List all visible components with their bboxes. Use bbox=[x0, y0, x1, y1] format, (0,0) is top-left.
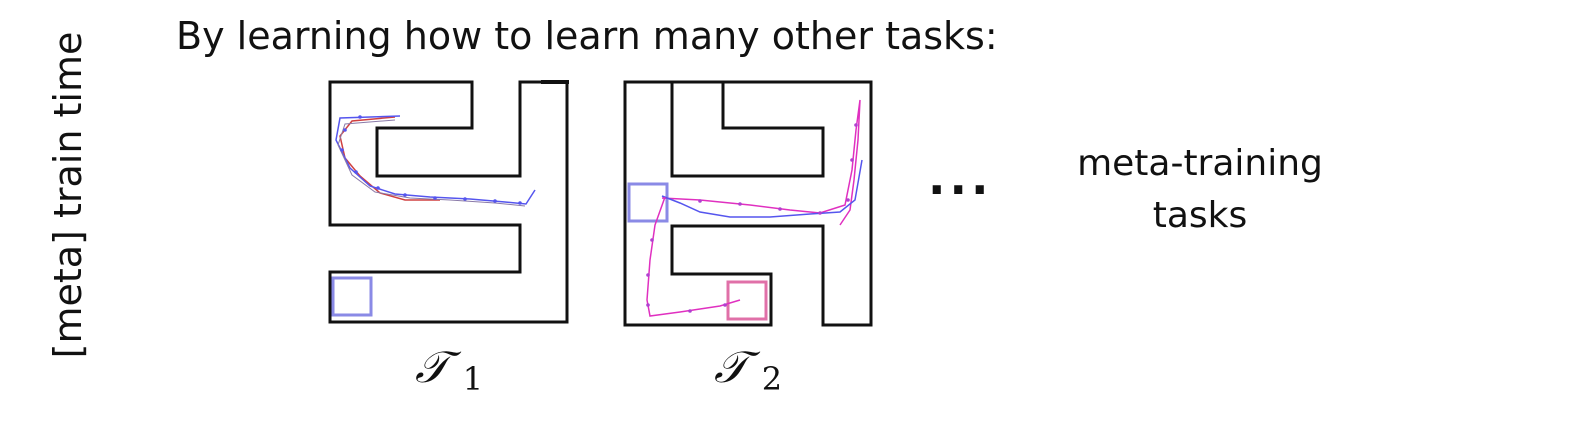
maze-2-trajectory-points bbox=[646, 123, 858, 313]
maze-task-2 bbox=[623, 80, 873, 327]
meta-training-tasks-label: meta-training tasks bbox=[1075, 138, 1325, 242]
ellipsis: ... bbox=[928, 151, 992, 205]
maze-task-1 bbox=[328, 80, 569, 324]
maze-2-pink-goal-box bbox=[726, 280, 768, 321]
maze-2-blue-goal-box bbox=[627, 182, 669, 223]
maze-1-grey-trajectory bbox=[337, 119, 526, 207]
headline: By learning how to learn many other task… bbox=[176, 14, 998, 58]
maze-2-walls bbox=[623, 80, 873, 327]
maze-2-blue-trajectory bbox=[661, 159, 863, 218]
maze-1-blue-trajectory bbox=[335, 115, 536, 205]
maze-2-pink-trajectory bbox=[646, 196, 741, 317]
meta-label-line2: tasks bbox=[1152, 195, 1248, 236]
task-2-subscript: 2 bbox=[762, 360, 782, 398]
task-1-symbol: 𝒯 bbox=[415, 342, 462, 393]
maze-1-walls bbox=[328, 80, 569, 324]
maze-1-goal-box bbox=[331, 276, 373, 317]
task-2-symbol: 𝒯 bbox=[714, 342, 761, 393]
task-1-subscript: 1 bbox=[463, 360, 483, 398]
maze-1-trajectory-points bbox=[340, 115, 522, 205]
maze-2-magenta-trajectory bbox=[661, 99, 861, 226]
meta-label-line1: meta-training bbox=[1077, 143, 1323, 184]
maze-2-inner-wall bbox=[670, 82, 825, 178]
